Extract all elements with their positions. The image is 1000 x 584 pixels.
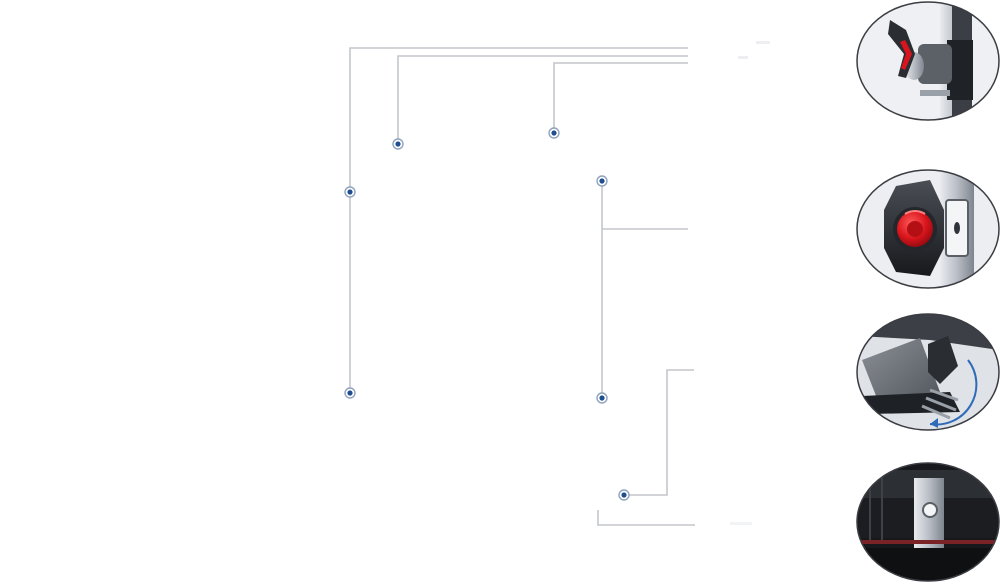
marker-dot	[347, 189, 353, 195]
leader-line-bracket	[601, 181, 688, 398]
callout-marker-d[interactable]	[596, 175, 608, 187]
faint-label-marks	[730, 41, 770, 525]
callout-marker-e[interactable]	[344, 387, 356, 399]
leader-line-third	[553, 62, 688, 133]
marker-dot	[551, 130, 557, 136]
callout-marker-f[interactable]	[596, 392, 608, 404]
marker-dot	[599, 178, 605, 184]
detail-thumbnail-slide-rail[interactable]	[856, 462, 1000, 584]
red-knob-icon	[857, 170, 999, 288]
detail-thumbnail-lever-latch[interactable]	[856, 0, 1000, 122]
markers	[344, 127, 630, 501]
detail-thumbnail-red-knob[interactable]	[856, 168, 1000, 290]
leader-line-bottom	[597, 510, 695, 526]
leader-line-second	[397, 55, 688, 144]
detail-thumbnail-hinged-flap[interactable]	[856, 313, 1000, 431]
slide-rail-icon	[857, 463, 999, 581]
leader-lines	[349, 47, 695, 526]
callout-marker-b[interactable]	[548, 127, 560, 139]
marker-dot	[347, 390, 353, 396]
hinged-flap-icon	[857, 314, 999, 430]
lever-latch-icon	[857, 2, 999, 120]
callout-marker-a[interactable]	[392, 138, 404, 150]
marker-dot	[395, 141, 401, 147]
marker-dot	[621, 492, 627, 498]
leader-line-outer	[349, 47, 688, 393]
leader-line-flap	[625, 369, 694, 496]
callout-marker-g[interactable]	[618, 489, 630, 501]
marker-dot	[599, 395, 605, 401]
callout-marker-c[interactable]	[344, 186, 356, 198]
